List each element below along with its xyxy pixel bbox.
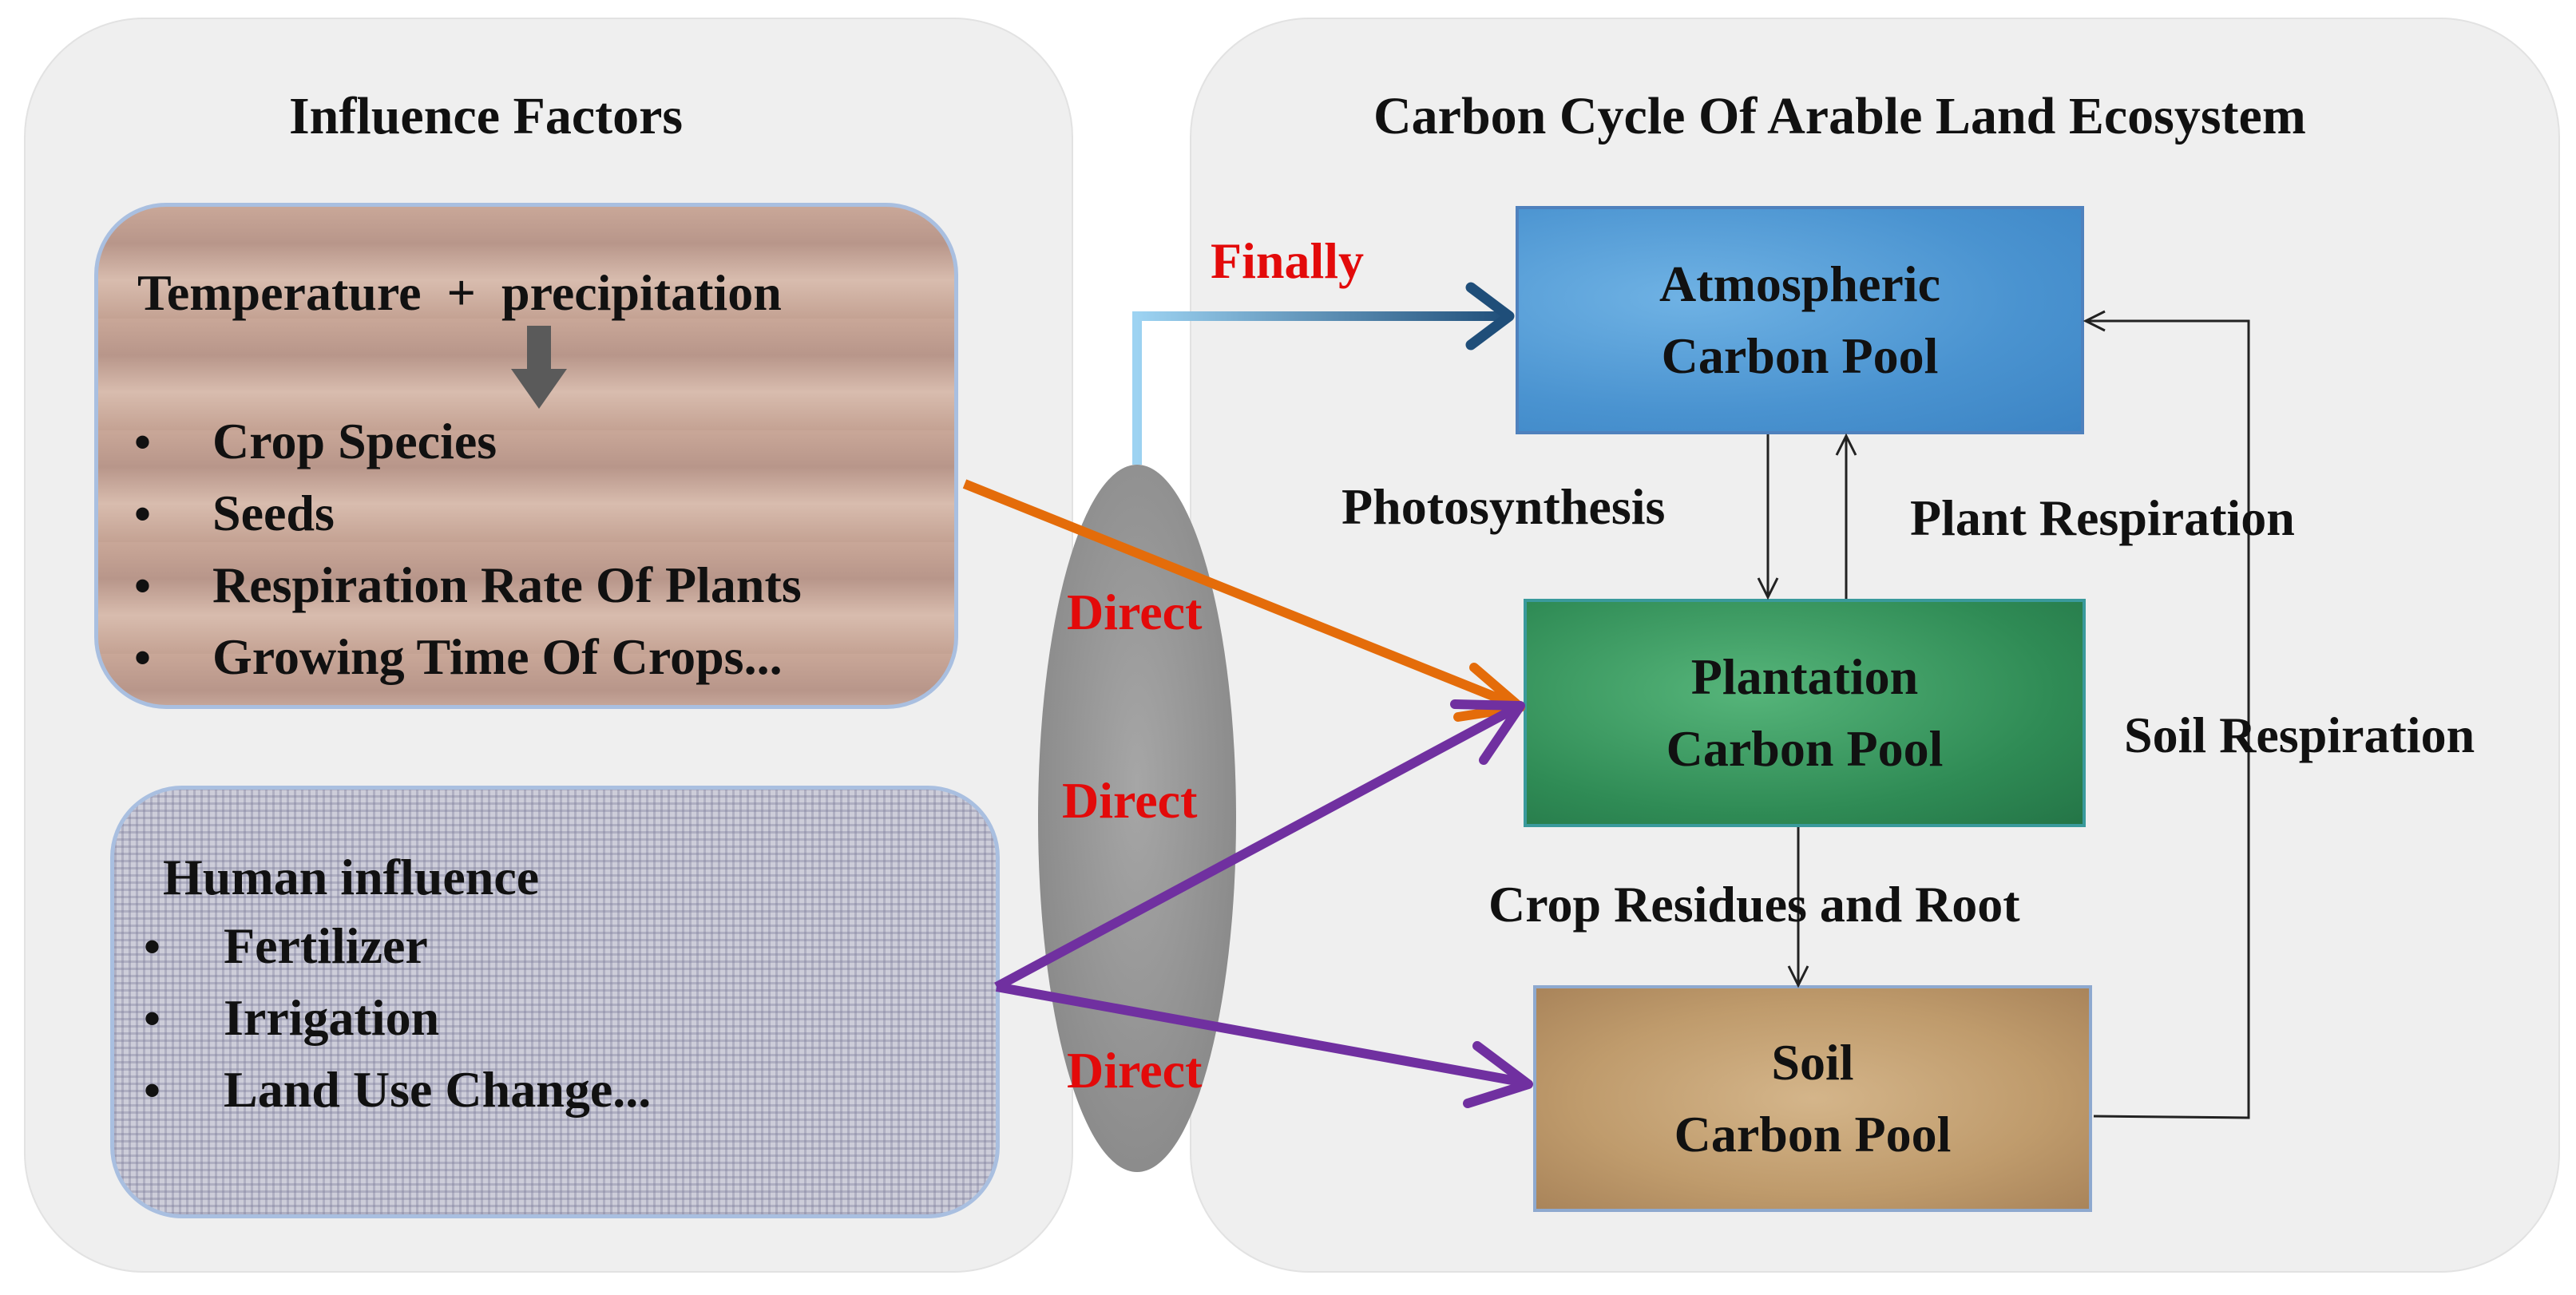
down-arrow-icon [511, 326, 567, 409]
carbon-cycle-title: Carbon Cycle Of Arable Land Ecosystem [1373, 87, 2306, 145]
plantation-pool-line-2: Carbon Pool [1666, 720, 1944, 777]
influence-factors-title: Influence Factors [289, 87, 684, 145]
atmospheric-pool-line-2: Carbon Pool [1661, 327, 1939, 384]
natural-bullet-1: • [134, 416, 152, 469]
soil-respiration-arrow-head [2083, 310, 2106, 332]
human-factors-box [110, 786, 1000, 1218]
natural-to-plantation-arrow [962, 479, 1520, 711]
crop-residues-arrow-head [1787, 965, 1809, 988]
atmospheric-carbon-pool: Atmospheric Carbon Pool [1516, 206, 2084, 434]
human-to-soil-arrow [995, 982, 1527, 1087]
human-bullet-3: • [144, 1064, 161, 1117]
soil-respiration-label: Soil Respiration [2124, 707, 2475, 763]
soil-pool-line-1: Soil [1771, 1034, 1854, 1091]
plant-respiration-arrow-head [1835, 433, 1857, 456]
natural-item-3: Respiration Rate Of Plants [212, 556, 802, 613]
human-bullet-1: • [144, 921, 161, 973]
human-to-plantation-arrow-head [1450, 699, 1525, 765]
crop-residues-label: Crop Residues and Root [1488, 876, 2020, 933]
natural-factors-box [94, 203, 958, 709]
direct-label-3: Direct [1067, 1042, 1203, 1099]
human-bullet-2: • [144, 992, 161, 1045]
human-to-plantation-arrow [994, 703, 1520, 992]
plantation-pool-line-1: Plantation [1690, 648, 1919, 706]
natural-bullet-3: • [134, 560, 152, 612]
human-item-3: Land Use Change... [224, 1061, 652, 1118]
plantation-carbon-pool: Plantation Carbon Pool [1524, 599, 2086, 827]
finally-label: Finally [1211, 232, 1365, 289]
natural-item-2: Seeds [212, 485, 335, 541]
soil-pool-line-2: Carbon Pool [1674, 1106, 1952, 1162]
soil-carbon-pool: Soil Carbon Pool [1533, 985, 2092, 1212]
finally-arrow-head [1465, 282, 1515, 350]
plant-respiration-label: Plant Respiration [1910, 489, 2295, 546]
natural-bullet-4: • [134, 632, 152, 684]
human-item-2: Irrigation [224, 989, 440, 1046]
natural-bullet-2: • [134, 488, 152, 541]
natural-item-4: Growing Time Of Crops... [212, 628, 783, 685]
photosynthesis-label: Photosynthesis [1342, 478, 1666, 535]
natural-factors-heading: Temperature + precipitation [137, 264, 782, 321]
soil-respiration-arrow [2086, 319, 2250, 1119]
human-to-soil-arrow-head [1463, 1041, 1533, 1108]
human-item-1: Fertilizer [224, 917, 428, 974]
photosynthesis-arrow-head [1757, 577, 1779, 600]
direct-label-1: Direct [1067, 584, 1203, 640]
atmospheric-pool-line-1: Atmospheric [1659, 255, 1940, 313]
direct-label-2: Direct [1062, 772, 1198, 829]
human-factors-heading: Human influence [163, 849, 540, 905]
finally-arrow [1132, 311, 1503, 465]
natural-item-1: Crop Species [212, 413, 497, 469]
